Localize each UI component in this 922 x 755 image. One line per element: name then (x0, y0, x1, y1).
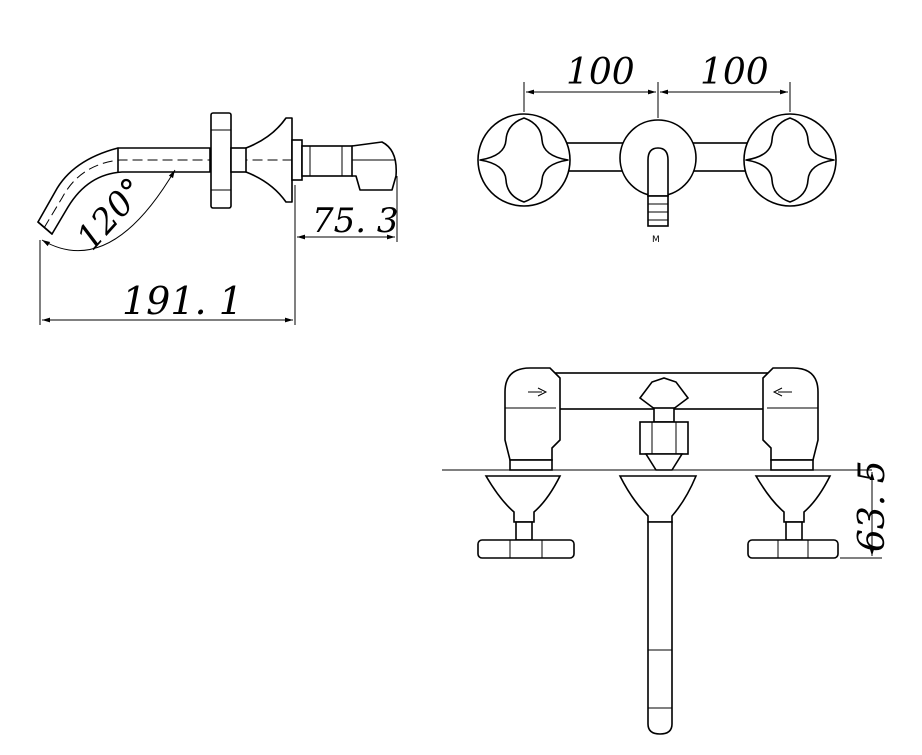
handle-disc-side (210, 112, 232, 209)
dim-spacing-left: 100 (566, 52, 635, 93)
spout-down (618, 475, 698, 523)
dim-valve-depth: 63. 5 (852, 460, 893, 552)
outlet-mark: M (652, 235, 660, 245)
dim-spout-length: 191. 1 (122, 279, 243, 323)
right-handle-side (747, 539, 839, 559)
right-handle-front (743, 113, 837, 207)
aerator (647, 195, 669, 227)
left-valve-body (504, 367, 561, 461)
dim-spout-angle: 120° (69, 170, 154, 258)
dim-handle-depth: 75. 3 (312, 201, 399, 241)
angle-arc (41, 169, 176, 252)
dim-spacing-right: 100 (700, 52, 769, 93)
left-escutcheon (484, 475, 562, 523)
rough-in-view: 63. 5 (442, 367, 893, 735)
left-handle-side (477, 539, 575, 559)
left-handle-front (477, 113, 571, 207)
right-valve-body (762, 367, 819, 461)
right-escutcheon (754, 475, 832, 523)
front-view: M 100 100 (477, 52, 837, 245)
side-view: 75. 3 191. 1 120° (37, 112, 399, 325)
